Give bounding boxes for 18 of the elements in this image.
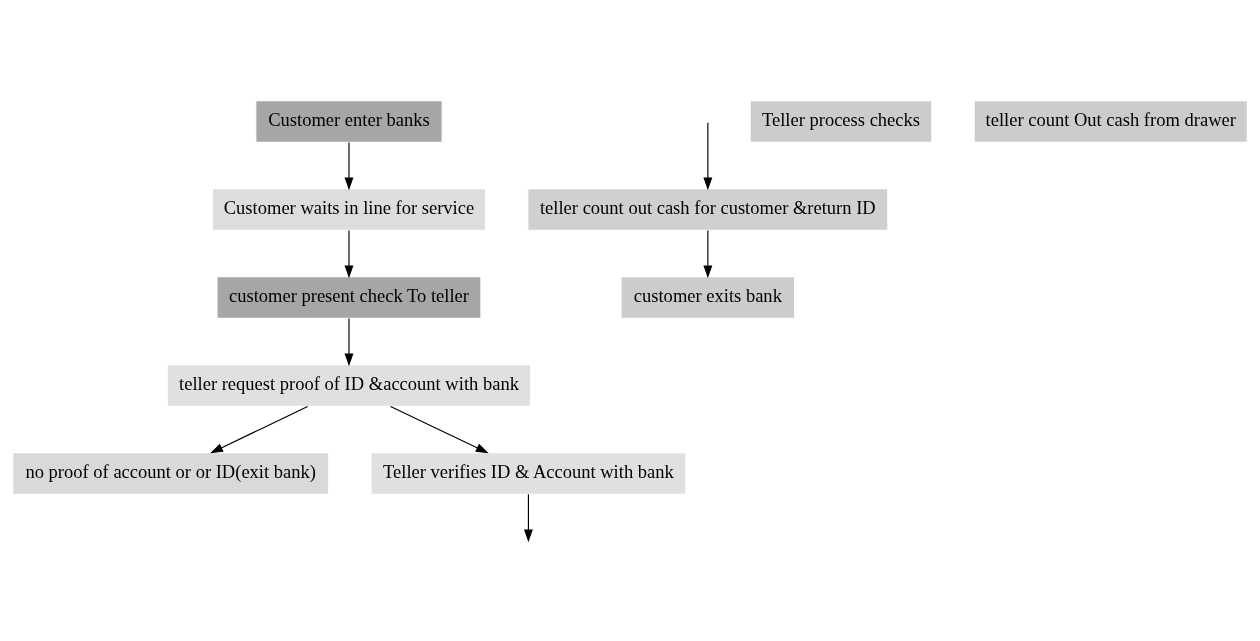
arrow xyxy=(523,493,533,542)
node-box: teller request proof of ID &account with bank xyxy=(166,363,532,407)
node-box: customer exits bank xyxy=(620,275,796,319)
node-box: Customer waits in line for service xyxy=(211,187,487,231)
arrow xyxy=(703,121,713,190)
arrow xyxy=(344,317,354,366)
node-box: teller count out cash for customer &return ID xyxy=(527,187,889,231)
arrow xyxy=(344,229,354,278)
arrow xyxy=(210,405,309,453)
node-box: Teller verifies ID & Account with bank xyxy=(370,451,687,495)
arrow xyxy=(344,141,354,190)
node-box: Customer enter banks xyxy=(255,99,443,143)
node-box: customer present check To teller xyxy=(216,275,482,319)
arrow xyxy=(390,405,489,453)
node-box: Teller process checks xyxy=(749,99,933,143)
arrow xyxy=(703,229,713,278)
node-box: no proof of account or or ID(exit bank) xyxy=(12,451,330,495)
node-box: teller count Out cash from drawer xyxy=(973,99,1248,143)
